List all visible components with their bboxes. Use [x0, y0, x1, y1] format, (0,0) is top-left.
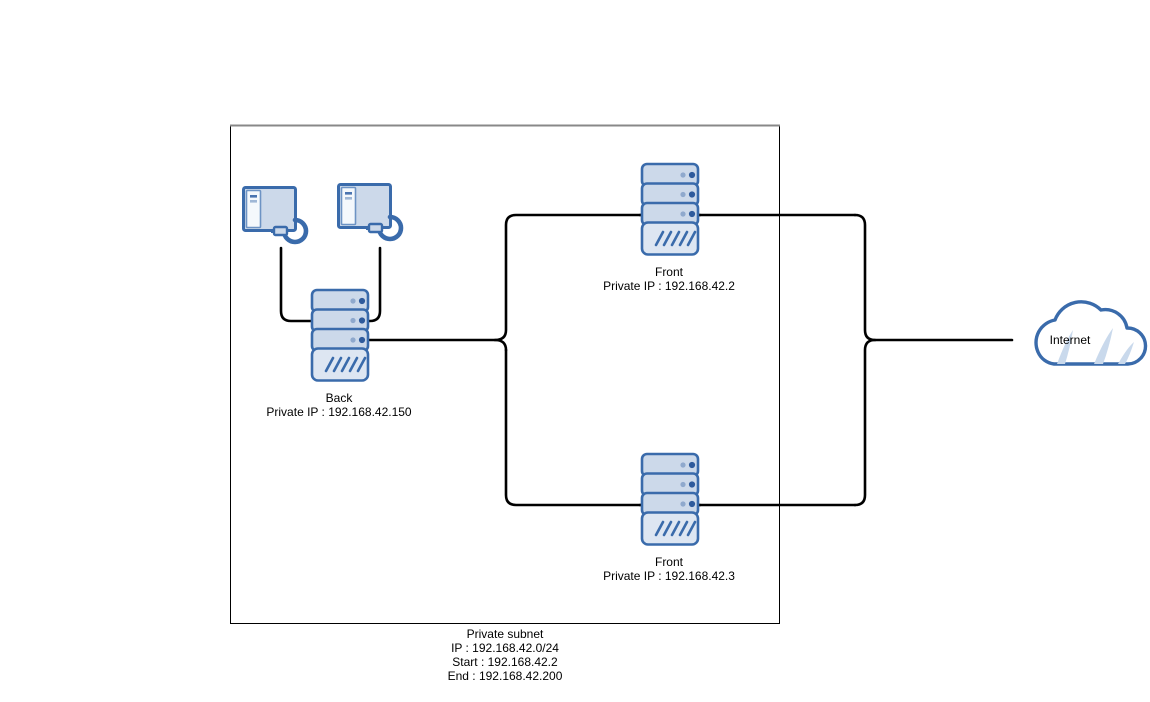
front-server-top-ip: Private IP : 192.168.42.2 — [603, 279, 735, 293]
back-server-label: Back Private IP : 192.168.42.150 — [266, 391, 411, 419]
internet-label: Internet — [1049, 333, 1091, 347]
edge-client-a-to-back — [279, 246, 313, 323]
subnet-caption-line-1: IP : 192.168.42.0/24 — [451, 641, 559, 655]
edge-back-bus-pinch — [493, 338, 508, 352]
edge-bus-right-lower — [853, 338, 877, 507]
edge-client-b-to-back — [367, 246, 382, 323]
front-server-top-node[interactable] — [640, 162, 700, 256]
subnet-caption-line-0: Private subnet — [466, 627, 544, 641]
front-server-bottom-label: Front Private IP : 192.168.42.3 — [603, 555, 735, 583]
front-server-bottom-name: Front — [654, 555, 683, 569]
edge-bus-left-lower — [504, 348, 857, 507]
subnet-caption-line-2: Start : 192.168.42.2 — [452, 655, 558, 669]
back-server-node[interactable] — [310, 288, 370, 382]
front-server-top-label: Front Private IP : 192.168.42.2 — [603, 265, 735, 293]
back-server-ip: Private IP : 192.168.42.150 — [266, 405, 412, 419]
edge-bus-right-upper — [853, 213, 1014, 342]
front-server-bottom-node[interactable] — [640, 452, 700, 546]
front-server-bottom-ip: Private IP : 192.168.42.3 — [603, 569, 735, 583]
subnet-caption-line-3: End : 192.168.42.200 — [447, 669, 563, 683]
back-server-name: Back — [325, 391, 353, 405]
private-subnet-caption: Private subnet IP : 192.168.42.0/24 Star… — [448, 627, 563, 683]
front-server-top-name: Front — [654, 265, 683, 279]
